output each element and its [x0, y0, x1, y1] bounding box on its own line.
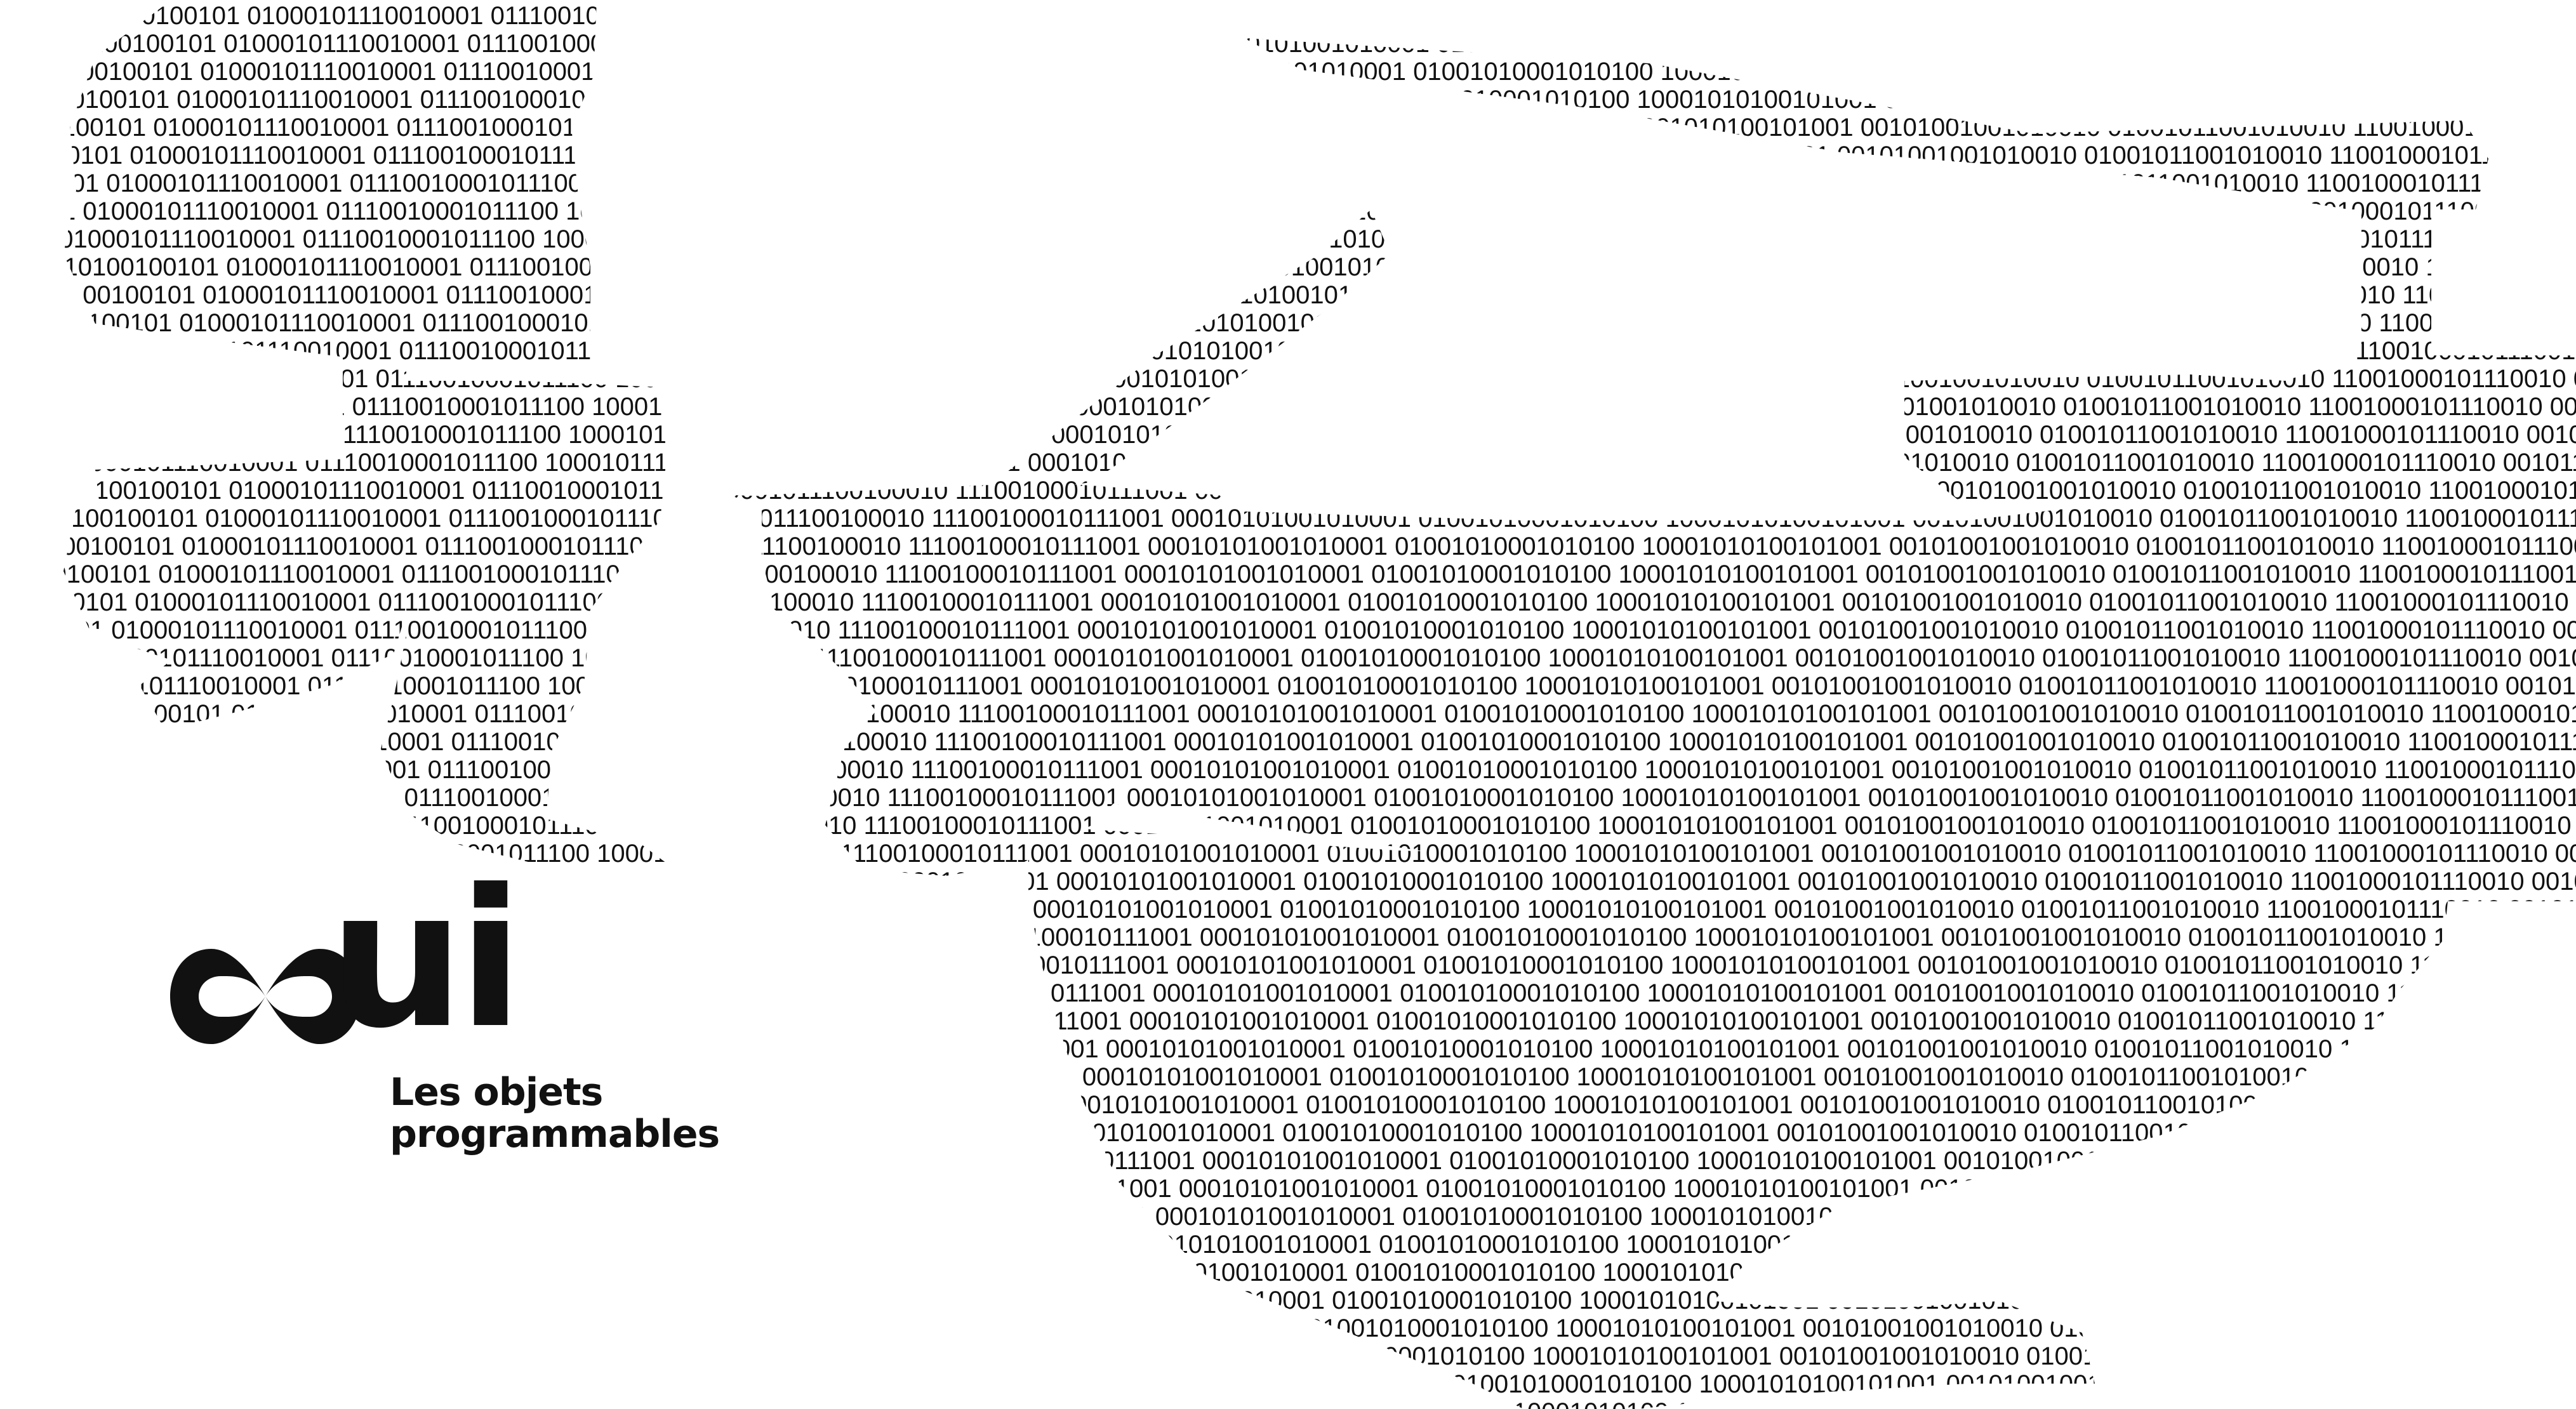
logo-tagline: Les objets programmables: [390, 1070, 720, 1156]
binary-row: 01010010100100101 01000101110010001 0111…: [0, 253, 2576, 281]
binary-row: 01010010100100101 01000101110010001 0111…: [0, 533, 2576, 560]
binary-row: 01010010100100101 01000101110010001 0111…: [0, 142, 2576, 169]
binary-row: 01010010100100101 01000101110010001 0111…: [0, 114, 2576, 142]
binary-row: 01010010100100101 01000101110010001 0111…: [0, 309, 2576, 337]
binary-row: 01010010100100101 01000101110010001 0111…: [0, 812, 2576, 840]
binary-row: 01010010100100101 01000101110010001 0111…: [0, 672, 2576, 700]
tagline-line-2: programmables: [390, 1112, 720, 1156]
binary-row: 01010010100100101 01000101110010001 0111…: [0, 1231, 2576, 1259]
binary-row: 01010010100100101 01000101110010001 0111…: [0, 1342, 2576, 1370]
binary-row: 01010010100100101 01000101110010001 0111…: [0, 1314, 2576, 1342]
logo-wordmark: ui: [329, 849, 523, 1070]
binary-row: 01010010100100101 01000101110010001 0111…: [0, 365, 2576, 393]
binary-row: 01010010100100101 01000101110010001 0111…: [0, 169, 2576, 197]
oui-logo: ui Les objets programmables: [170, 864, 805, 1181]
binary-row: 01010010100100101 01000101110010001 0111…: [0, 449, 2576, 477]
binary-row: 01010010100100101 01000101110010001 0111…: [0, 700, 2576, 728]
binary-row: 01010010100100101 01000101110010001 0111…: [0, 86, 2576, 114]
binary-row: 01010010100100101 01000101110010001 0111…: [0, 756, 2576, 784]
binary-row: 01010010100100101 01000101110010001 0111…: [0, 616, 2576, 644]
binary-row: 01010010100100101 01000101110010001 0111…: [0, 477, 2576, 505]
binary-row: 01010010100100101 01000101110010001 0111…: [0, 560, 2576, 588]
binary-row: 01010010100100101 01000101110010001 0111…: [0, 393, 2576, 421]
binary-row: 01010010100100101 01000101110010001 0111…: [0, 1203, 2576, 1231]
binary-row: 01010010100100101 01000101110010001 0111…: [0, 644, 2576, 672]
binary-row: 01010010100100101 01000101110010001 0111…: [0, 1370, 2576, 1398]
binary-row: 01010010100100101 01000101110010001 0111…: [0, 588, 2576, 616]
binary-row: 01010010100100101 01000101110010001 0111…: [0, 58, 2576, 86]
infinity-icon: [170, 949, 361, 1044]
binary-row: 01010010100100101 01000101110010001 0111…: [0, 728, 2576, 756]
binary-row: 01010010100100101 01000101110010001 0111…: [0, 505, 2576, 533]
binary-row: 01010010100100101 01000101110010001 0111…: [0, 337, 2576, 365]
binary-row: 01010010100100101 01000101110010001 0111…: [0, 421, 2576, 449]
binary-row: 01010010100100101 01000101110010001 0111…: [0, 197, 2576, 225]
tagline-line-1: Les objets: [390, 1070, 603, 1115]
binary-row: 01010010100100101 01000101110010001 0111…: [0, 1398, 2576, 1409]
binary-row: 01010010100100101 01000101110010001 0111…: [0, 225, 2576, 253]
binary-row: 01010010100100101 01000101110010001 0111…: [0, 1259, 2576, 1287]
binary-row: 01010010100100101 01000101110010001 0111…: [0, 784, 2576, 812]
binary-row: 01010010100100101 01000101110010001 0111…: [0, 281, 2576, 309]
binary-row: 01010010100100101 01000101110010001 0111…: [0, 30, 2576, 58]
binary-row: 01010010100100101 01000101110010001 0111…: [0, 1287, 2576, 1314]
binary-row: 01010010100100101 01000101110010001 0111…: [0, 2, 2576, 30]
